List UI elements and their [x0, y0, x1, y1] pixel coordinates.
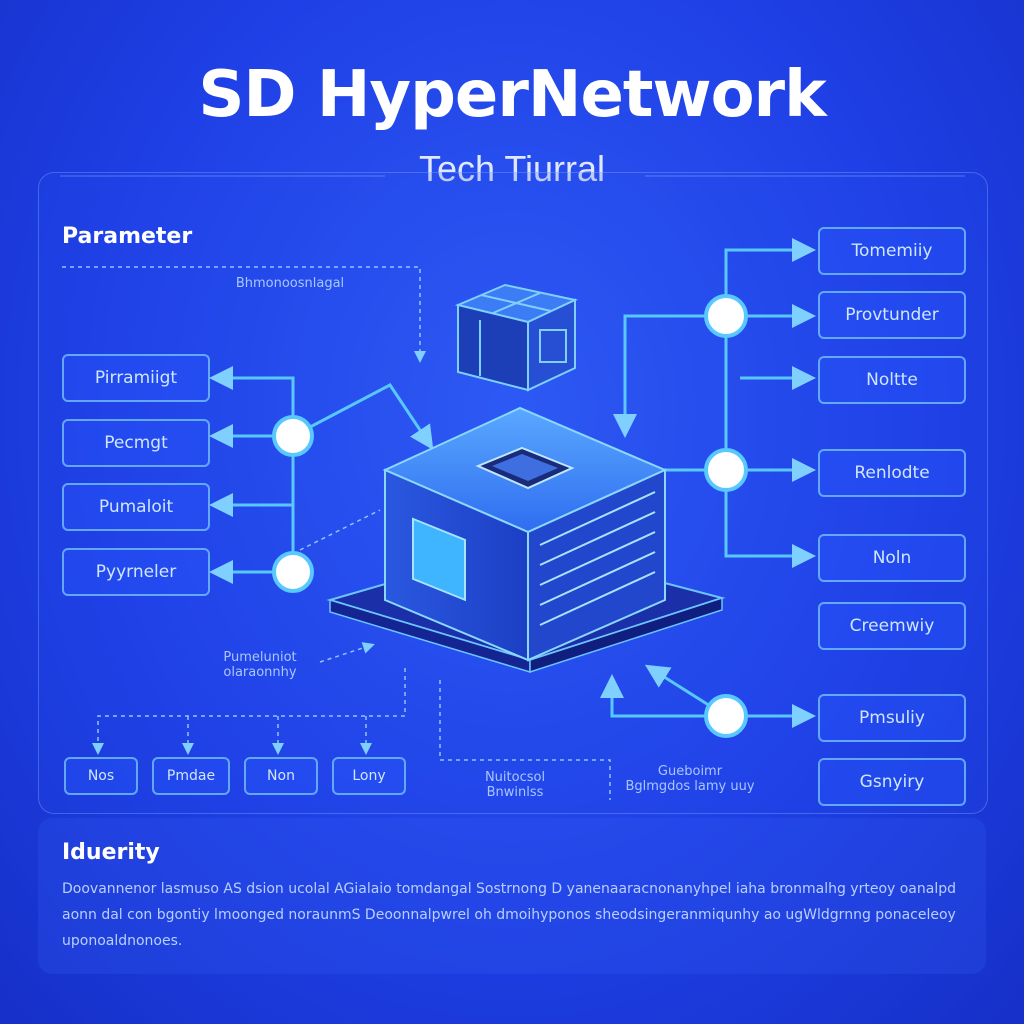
right-box: Pmsuliy — [818, 694, 966, 742]
left-box: Pumaloit — [62, 483, 210, 531]
right-box: Provtunder — [818, 291, 966, 339]
description-panel — [38, 818, 986, 974]
annotation-bottom-right: Gueboimr Bglmgdos lamy uuy — [625, 764, 755, 794]
annotation-mid-left: Pumeluniot olaraonnhy — [223, 650, 297, 680]
page-subtitle: Tech Tiurral — [418, 148, 606, 189]
dashed-connector — [62, 266, 426, 363]
connector-nodes — [272, 294, 748, 738]
left-connectors — [209, 366, 434, 584]
bottom-heading: Iduerity — [62, 840, 160, 865]
server-icon — [382, 406, 668, 662]
cube-icon — [454, 283, 579, 392]
bottom-box: Non — [244, 757, 318, 795]
right-box: Tomemiiy — [818, 227, 966, 275]
right-box: Creemwiy — [818, 602, 966, 650]
left-box: Pecmgt — [62, 419, 210, 467]
annotation-bottom-mid: Nuitocsol Bnwinlss — [484, 770, 546, 800]
parameter-heading: Parameter — [62, 224, 193, 249]
bottom-box: Lony — [332, 757, 406, 795]
left-box: Pirramiigt — [62, 354, 210, 402]
description-text: Doovannenor lasmuso AS dsion ucolal AGia… — [62, 881, 957, 949]
right-box: Noltte — [818, 356, 966, 404]
bottom-dashed-connectors — [92, 509, 611, 800]
bottom-box: Nos — [64, 757, 138, 795]
right-box: Noln — [818, 534, 966, 582]
page-title: SD HyperNetwork — [198, 58, 826, 132]
right-box: Renlodte — [818, 449, 966, 497]
bottom-box: Pmdae — [152, 757, 230, 795]
right-box: Gsnyiry — [818, 758, 966, 806]
left-box: Pyyrneler — [62, 548, 210, 596]
annotation-top: Bhmonoosnlagal — [235, 276, 345, 291]
